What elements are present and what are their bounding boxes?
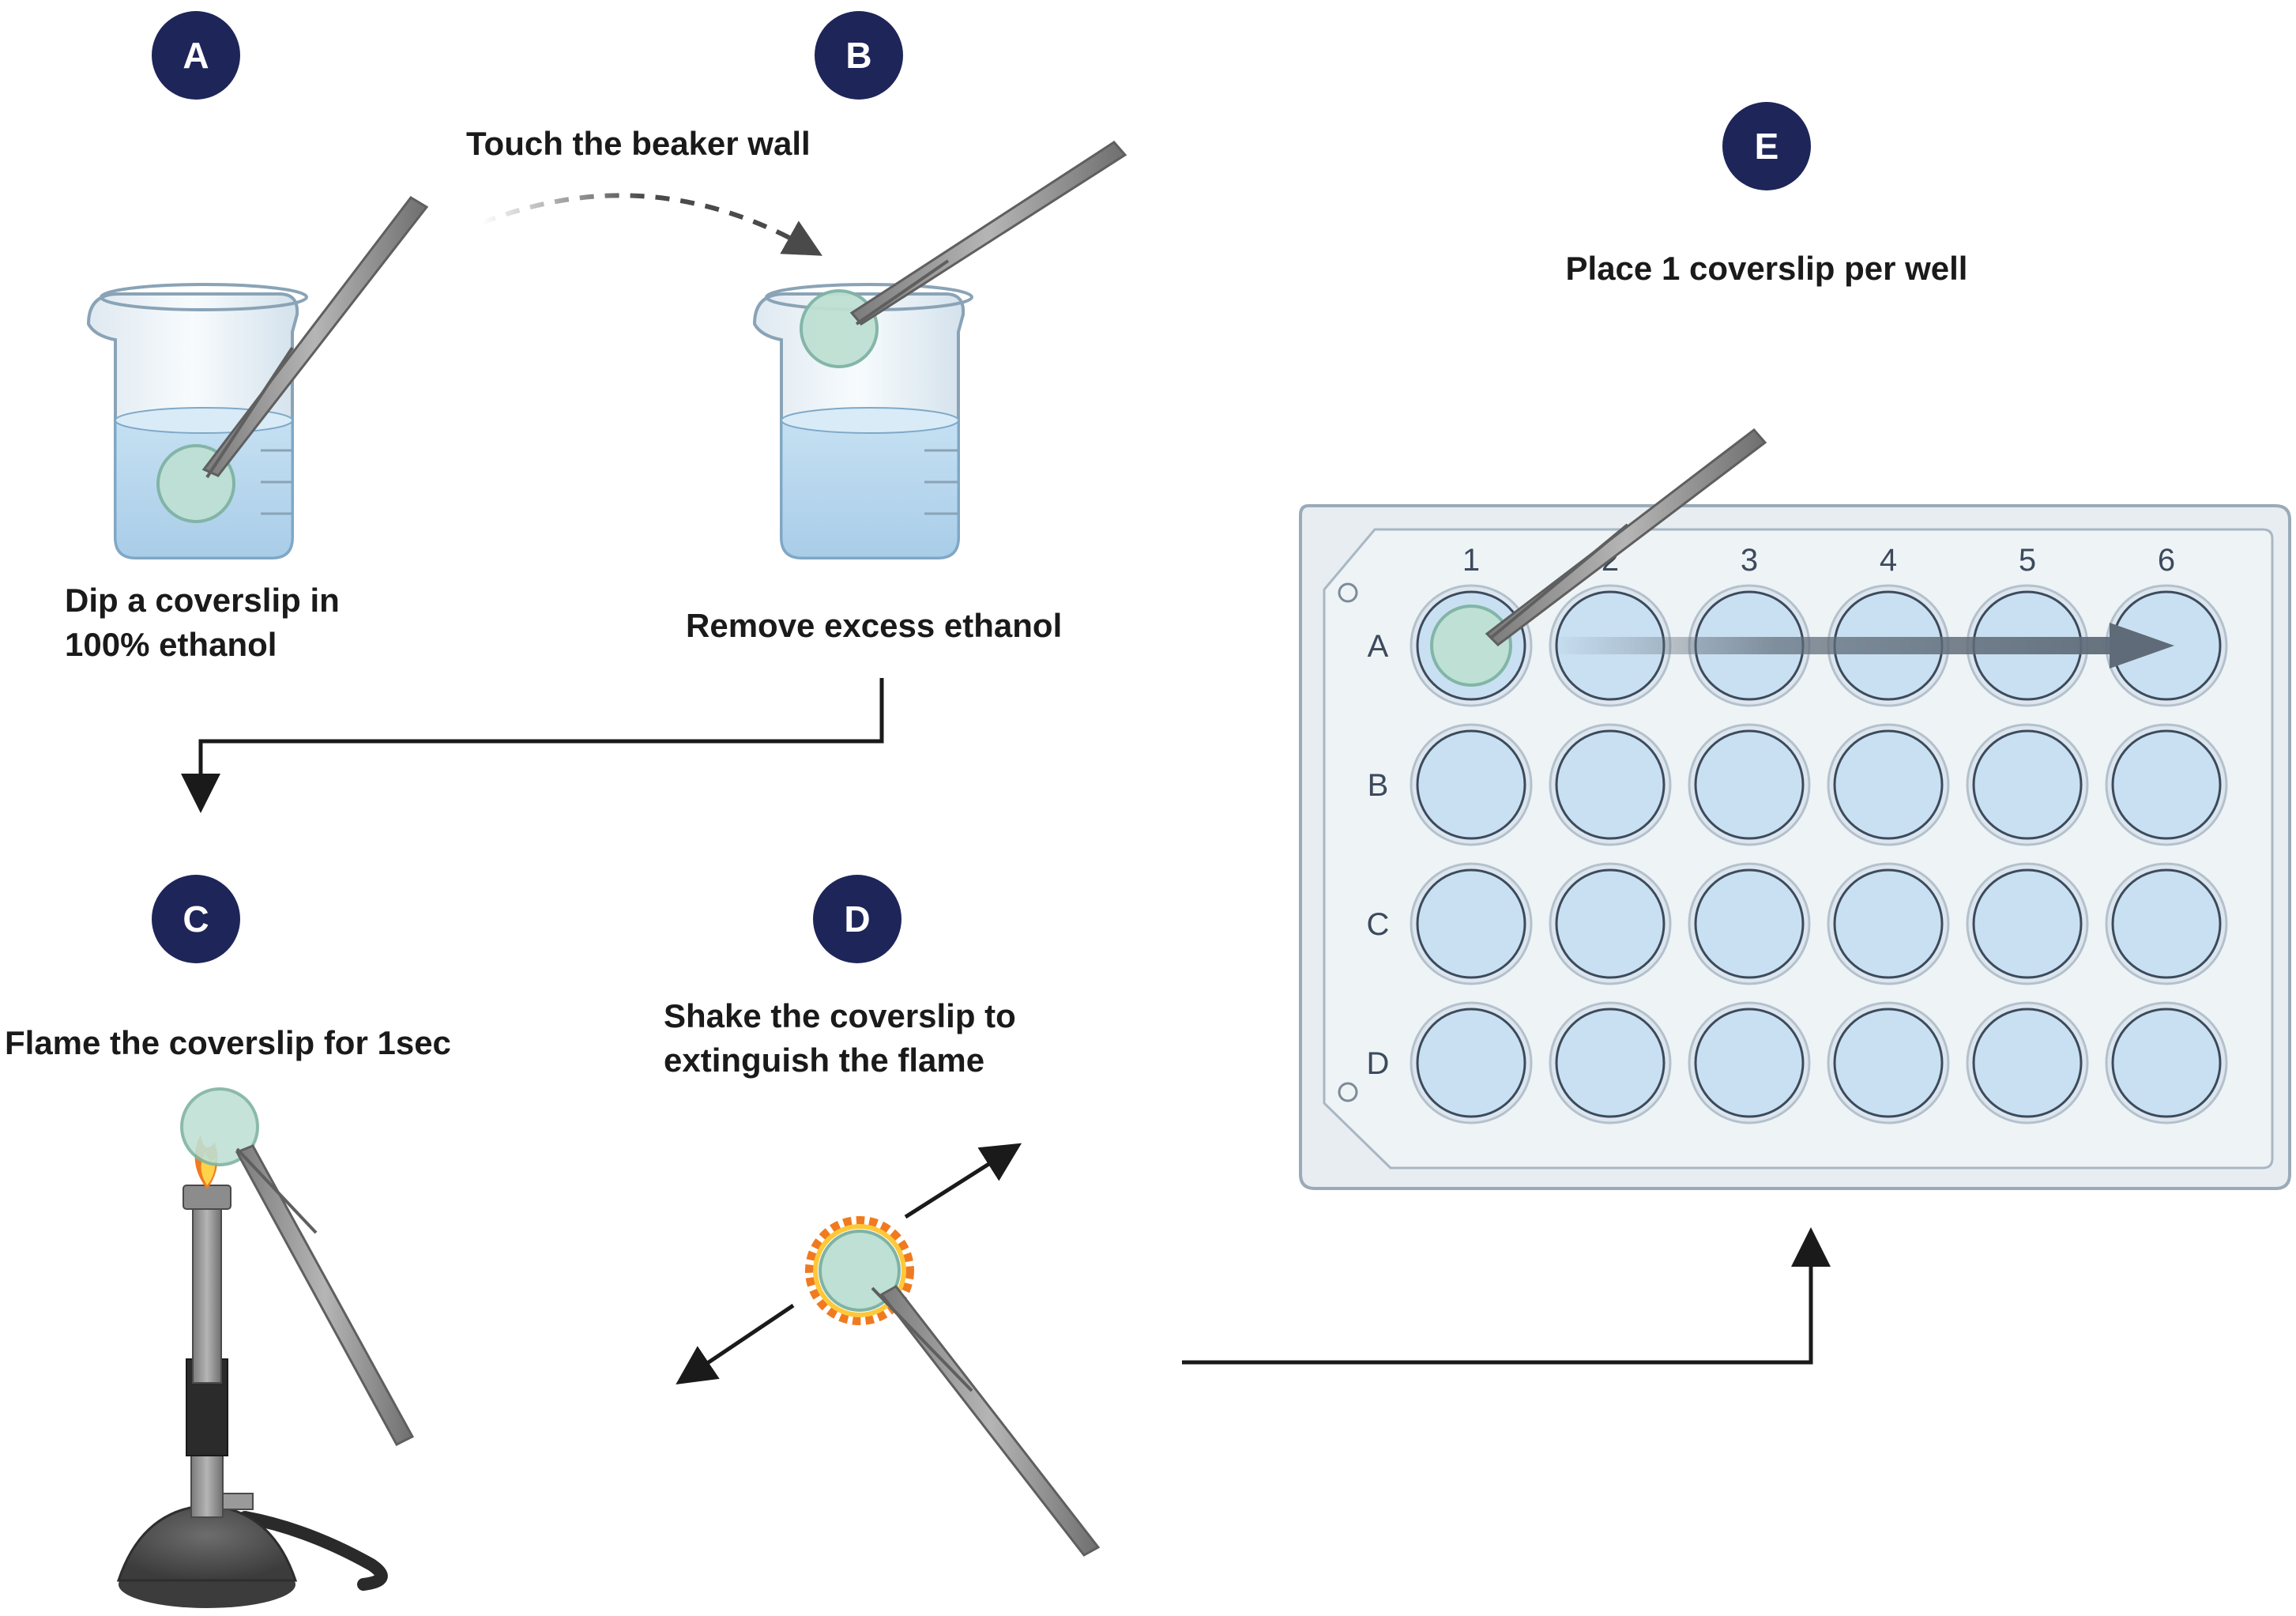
plate-well [2105, 723, 2228, 846]
caption-d: Shake the coverslip to extinguish the fl… [664, 997, 1016, 1079]
plate-wells [1410, 584, 2228, 1124]
svg-text:C: C [183, 898, 209, 940]
plate-column-label: 6 [2158, 543, 2175, 578]
dashed-arrow-a-to-b [480, 193, 822, 256]
plate-well [1827, 723, 1950, 846]
plate-column-label: 1 [1462, 543, 1480, 578]
svg-text:D: D [844, 898, 870, 940]
plate-column-label: 4 [1880, 543, 1897, 578]
plate-well [1688, 862, 1811, 985]
badge-b: B [815, 11, 903, 100]
shake-coverslip [676, 1143, 1101, 1557]
plate-well [1688, 723, 1811, 846]
beaker-a [86, 196, 429, 559]
arrow-b-to-c [181, 678, 884, 813]
svg-text:B: B [845, 35, 871, 76]
tweezers-icon [871, 1285, 1101, 1557]
tweezers-icon [201, 196, 429, 479]
badge-a: A [152, 11, 240, 100]
plate-well [1549, 723, 1672, 846]
badge-c: C [152, 875, 240, 963]
flame-icon [805, 1216, 914, 1325]
caption-b: Remove excess ethanol [686, 607, 1062, 644]
arrow-d-to-e [1182, 1227, 1831, 1365]
plate-row-label: B [1368, 768, 1389, 803]
plate-well [2105, 1001, 2228, 1124]
bunsen-burner-icon [116, 1185, 388, 1608]
plate-well [1966, 723, 2089, 846]
badge-d: D [813, 875, 901, 963]
plate-row-label: C [1367, 907, 1390, 942]
tweezers-icon [849, 141, 1127, 326]
plate-well [1549, 1001, 1672, 1124]
plate-well [1688, 1001, 1811, 1124]
svg-text:100% ethanol: 100% ethanol [65, 626, 277, 663]
svg-text:extinguish the flame: extinguish the flame [664, 1042, 984, 1079]
plate-well [2105, 862, 2228, 985]
plate-well [1410, 862, 1533, 985]
tweezers-icon [235, 1144, 415, 1446]
plate-column-label: 5 [2019, 543, 2036, 578]
shake-arrow-down [676, 1303, 795, 1384]
caption-a: Dip a coverslip in 100% ethanol [65, 582, 340, 663]
svg-text:A: A [183, 35, 209, 76]
coverslip-icon [1430, 605, 1512, 687]
coverslip-icon [819, 1230, 901, 1312]
caption-e: Place 1 coverslip per well [1566, 250, 1968, 287]
caption-c: Flame the coverslip for 1sec [5, 1024, 451, 1061]
svg-text:Shake the coverslip to: Shake the coverslip to [664, 997, 1016, 1034]
shake-arrow-up [904, 1143, 1022, 1219]
coverslip-icon [180, 1087, 259, 1166]
beaker-icon [752, 283, 973, 559]
caption-touch-wall: Touch the beaker wall [466, 125, 811, 162]
plate-well [1966, 1001, 2089, 1124]
plate-column-label: 3 [1741, 543, 1758, 578]
plate-well [1827, 862, 1950, 985]
plate-row-label: A [1368, 629, 1389, 664]
plate-well [1410, 1001, 1533, 1124]
fill-direction-arrow [1549, 623, 2174, 669]
coverslip-icon [800, 289, 879, 368]
beaker-b [752, 141, 1127, 559]
plate-well [1549, 862, 1672, 985]
plate-well [1410, 723, 1533, 846]
svg-text:Dip a coverslip in: Dip a coverslip in [65, 582, 340, 619]
plate-well [1966, 862, 2089, 985]
bunsen-burner [116, 1087, 415, 1608]
plate-well [1827, 1001, 1950, 1124]
plate-row-label: D [1367, 1046, 1390, 1081]
badge-e: E [1722, 102, 1811, 190]
plate-row-labels: A B C D [1367, 629, 1390, 1081]
svg-text:E: E [1755, 126, 1779, 167]
tweezers-icon [1485, 428, 1767, 646]
